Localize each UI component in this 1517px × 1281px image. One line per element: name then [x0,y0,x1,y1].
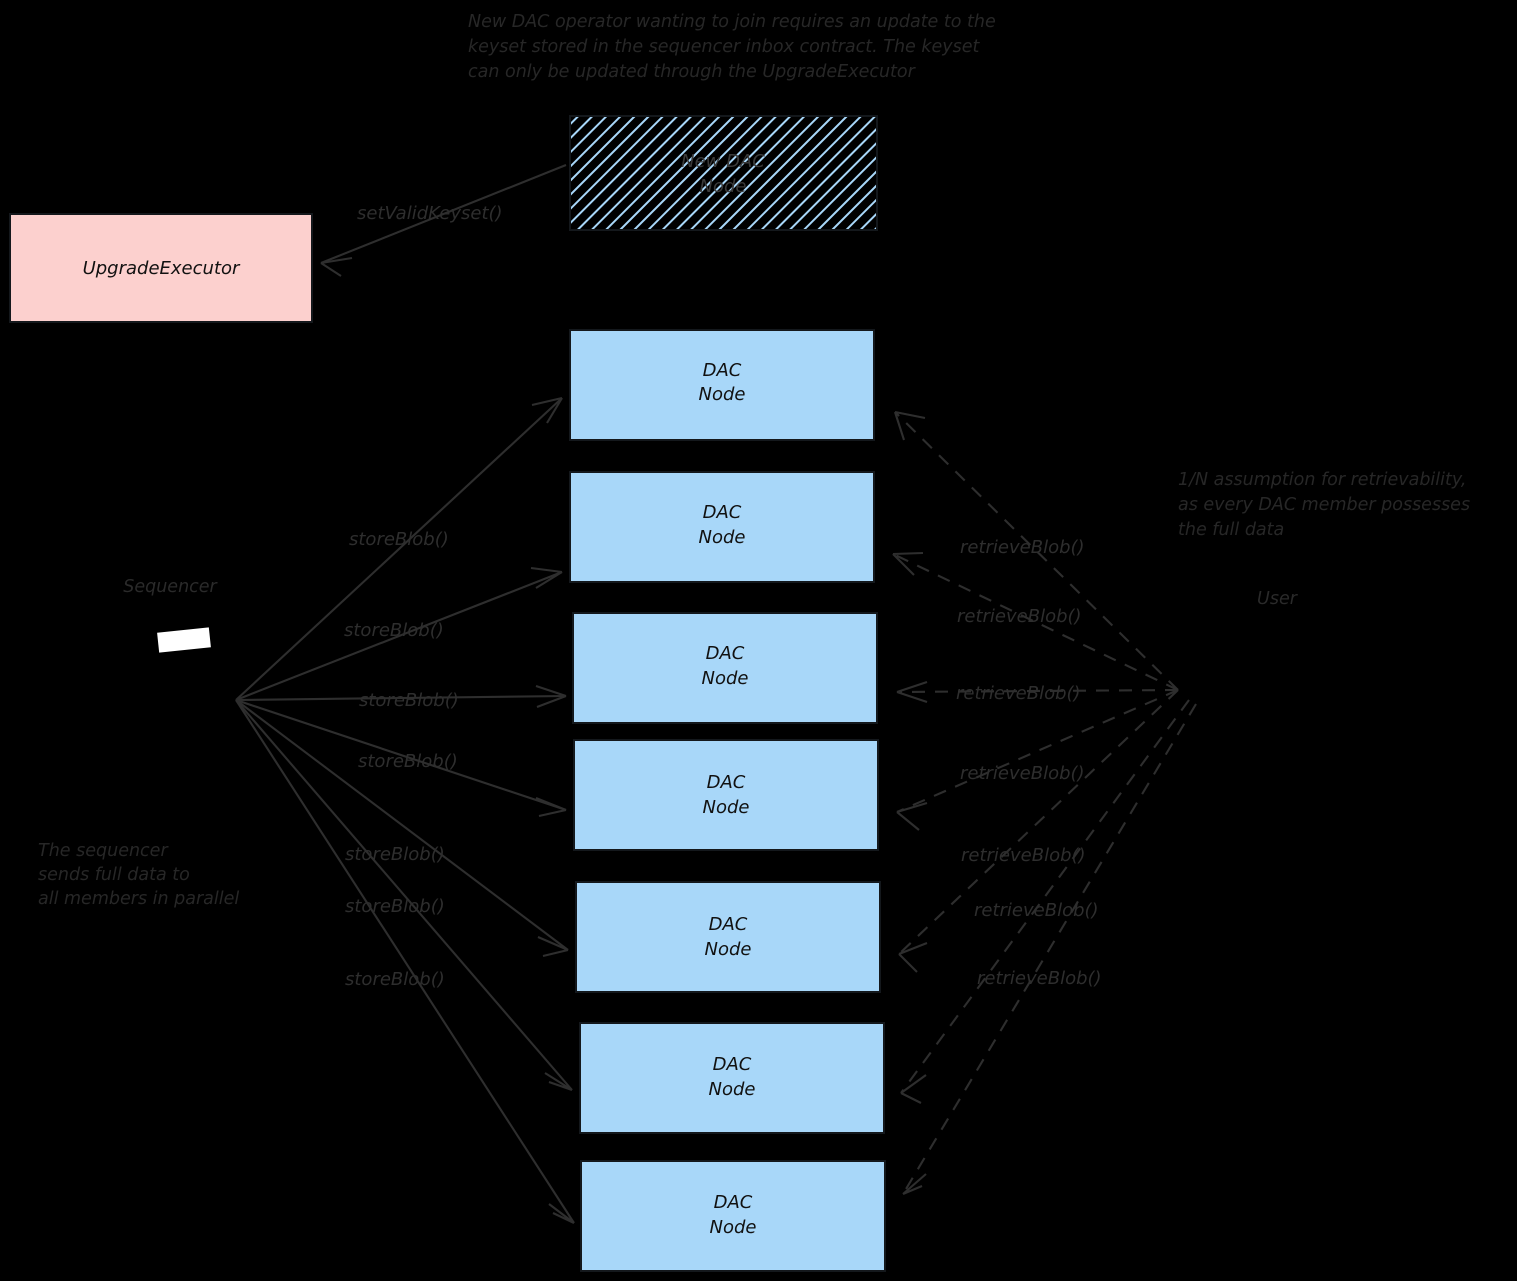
dac-node-1-label-line-1: DAC [703,360,742,381]
edge-label-retrieve-blob-7: retrieveBlob() [977,968,1102,989]
edge-label-store-blob-3: storeBlob() [359,690,459,711]
edge-store-blob-4: storeBlob() [235,699,567,818]
dac-node-5[interactable]: DAC Node [575,881,881,993]
sequencer-note-line-2: sends full data to [38,865,190,885]
dac-node-3[interactable]: DAC Node [572,612,878,724]
dac-node-6[interactable]: DAC Node [579,1022,885,1134]
dac-node-4-label-line-2: Node [703,797,750,818]
edge-label-retrieve-blob-2: retrieveBlob() [957,606,1082,627]
dac-node-2-label-line-1: DAC [703,502,742,523]
dac-node-6-label-line-2: Node [709,1079,756,1100]
edge-label-retrieve-blob-3: retrieveBlob() [956,683,1081,704]
edge-retrieve-blob-3: retrieveBlob() [896,681,1179,704]
retrievability-note-line-3: the full data [1178,520,1284,540]
upgrade-executor-label: UpgradeExecutor [83,258,241,279]
dac-node-5-label-line-1: DAC [709,914,748,935]
retrievability-note-line-2: as every DAC member possesses [1178,495,1470,515]
dac-node-1[interactable]: DAC Node [569,329,875,441]
edge-retrieve-blob-5: retrieveBlob() [898,689,1179,973]
retrievability-note: 1/N assumption for retrievability, as ev… [1178,470,1470,540]
new-dac-node-label-line-2: Node [700,176,747,197]
dac-node-7[interactable]: DAC Node [580,1160,886,1272]
top-note: New DAC operator wanting to join require… [468,12,996,82]
new-dac-node-box[interactable]: New DAC Node [569,115,878,231]
edge-label-retrieve-blob-5: retrieveBlob() [961,845,1086,866]
dac-node-3-label-line-1: DAC [706,643,745,664]
edge-label-store-blob-6: storeBlob() [345,896,445,917]
edge-label-store-blob-7: storeBlob() [345,969,445,990]
edge-retrieve-blob-2: retrieveBlob() [892,551,1179,691]
edge-retrieve-blob-7: retrieveBlob() [902,703,1197,1195]
edge-label-store-blob-1: storeBlob() [349,529,449,550]
dac-node-2[interactable]: DAC Node [569,471,875,583]
edge-retrieve-blob-4: retrieveBlob() [896,689,1179,831]
top-note-line-3: can only be updated through the UpgradeE… [468,62,917,82]
edge-set-valid-keyset: setValidKeyset() [320,164,567,277]
sequencer-actor[interactable]: Sequencer [123,577,219,653]
edge-label-store-blob-4: storeBlob() [358,751,458,772]
new-dac-node-label-line-1: New DAC [681,151,765,172]
dac-node-5-label-line-2: Node [705,939,752,960]
edge-retrieve-blob-6: retrieveBlob() [900,699,1190,1104]
user-label: User [1257,589,1299,609]
sequencer-icon [157,627,211,653]
retrievability-note-line-1: 1/N assumption for retrievability, [1178,470,1466,490]
top-note-line-2: keyset stored in the sequencer inbox con… [468,37,981,57]
dac-node-3-label-line-2: Node [702,668,749,689]
dac-node-6-label-line-1: DAC [713,1054,752,1075]
dac-node-4-label-line-1: DAC [707,772,746,793]
user-actor[interactable]: User [1257,589,1299,609]
edge-retrieve-blob-1: retrieveBlob() [894,410,1179,691]
dac-node-7-label-line-2: Node [710,1217,757,1238]
edge-label-retrieve-blob-6: retrieveBlob() [974,900,1099,921]
edge-label-set-valid-keyset: setValidKeyset() [357,203,503,224]
sequencer-note-line-1: The sequencer [38,841,169,861]
dac-node-4[interactable]: DAC Node [573,739,879,851]
top-note-line-1: New DAC operator wanting to join require… [468,12,996,32]
sequencer-label: Sequencer [123,577,218,597]
dac-node-1-label-line-2: Node [699,384,746,405]
edge-store-blob-7: storeBlob() [235,699,575,1224]
sequencer-note-line-3: all members in parallel [38,889,239,909]
dac-node-7-label-line-1: DAC [714,1192,753,1213]
edge-store-blob-6: storeBlob() [235,699,573,1091]
edge-label-store-blob-2: storeBlob() [344,620,444,641]
edge-store-blob-1: storeBlob() [235,396,563,701]
edge-store-blob-3: storeBlob() [235,685,567,711]
edge-store-blob-5: storeBlob() [235,699,569,958]
sequencer-note: The sequencer sends full data to all mem… [38,841,239,909]
upgrade-executor-box[interactable]: UpgradeExecutor [9,213,313,323]
edge-store-blob-2: storeBlob() [235,566,563,701]
edge-label-store-blob-5: storeBlob() [345,844,445,865]
edge-label-retrieve-blob-1: retrieveBlob() [960,537,1085,558]
edge-label-retrieve-blob-4: retrieveBlob() [960,763,1085,784]
dac-node-2-label-line-2: Node [699,527,746,548]
